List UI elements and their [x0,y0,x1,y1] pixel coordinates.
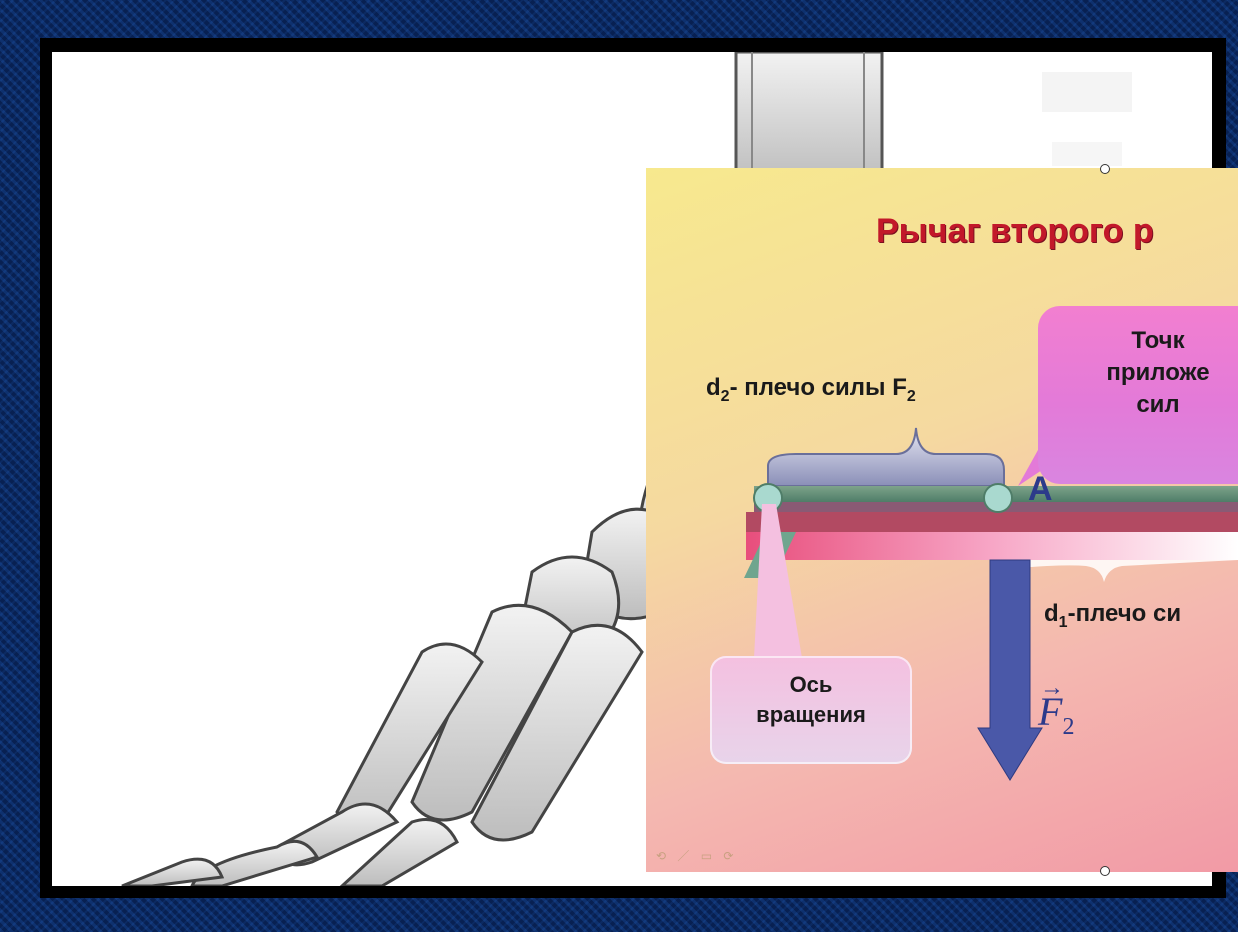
point-a-circle-icon [984,484,1012,512]
callout-application-point: Точк приложе сил [1038,306,1238,484]
resize-handle-top[interactable] [1100,164,1110,174]
callout-line: Точк [1038,328,1238,354]
callout-rotation-axis: Ось вращения [710,656,912,764]
force-label: → F 2 [1038,688,1074,741]
brace-d2 [768,428,1004,486]
callout-line: Ось [710,672,912,698]
callout-line: сил [1038,392,1238,418]
force-arrow-icon [978,560,1042,780]
slide-footer-controls[interactable]: ⟲ ／ ▭ ⟳ [656,847,737,864]
arm-d2-label: d2- плечо силы F2 [706,374,916,406]
arm-d1-label: d1-плечо си [1044,600,1181,632]
lever-slide[interactable]: Рычаг второго р [646,168,1238,872]
callout-line: вращения [710,702,912,728]
callout-line: приложе [1038,360,1238,386]
lever-diagram [646,168,1238,872]
vector-arrow-icon: → [1040,674,1064,702]
tibia-bone [736,52,882,182]
resize-handle-bottom[interactable] [1100,866,1110,876]
